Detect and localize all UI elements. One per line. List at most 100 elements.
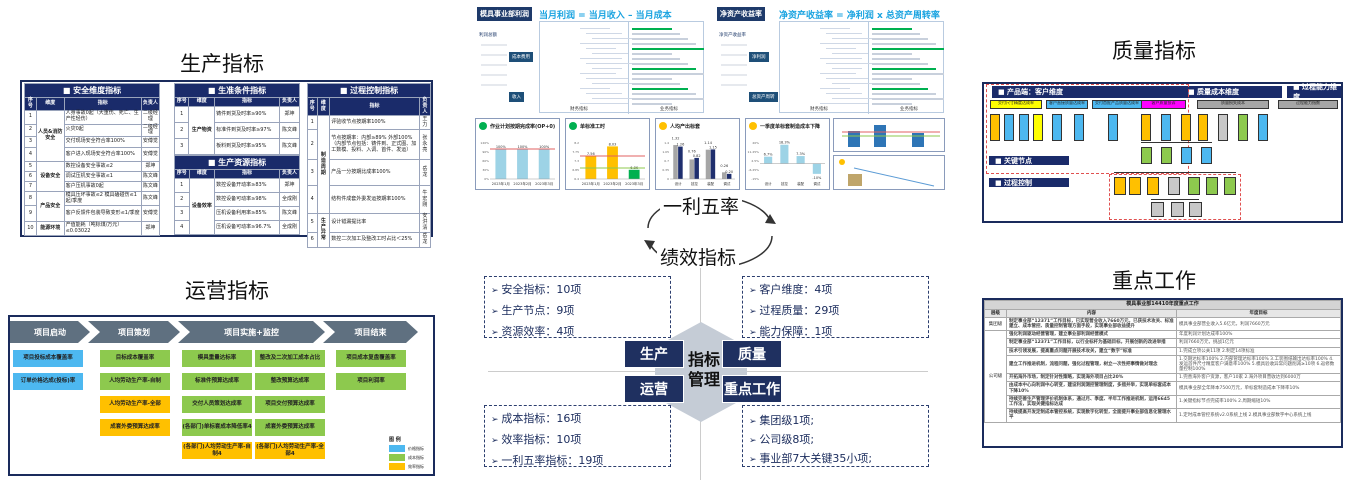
- indicator-cell: 交付现场安全符合率100%: [63, 136, 142, 148]
- stage-4: 项目结束: [323, 321, 418, 343]
- table-row: 公司级强化利润驱动经营管理，建立事业部利润经营模式年度利润计划达成率100%: [984, 330, 1341, 423]
- y-tick-label: 90%: [482, 150, 489, 154]
- summary-item: 成本指标：16项: [491, 409, 664, 430]
- indicator-box: 标准件预算达成率: [182, 373, 252, 390]
- y-tick-label: 20%: [752, 141, 759, 145]
- hub-keywork-button[interactable]: 重点工作: [722, 375, 782, 403]
- mindmap-leaf: [872, 33, 920, 35]
- y-tick-label: 11.25%: [748, 150, 760, 154]
- mindmap-branch: [832, 53, 868, 54]
- owner-cell: 安傅觉: [140, 147, 161, 162]
- owner-cell: 安傅觉: [140, 205, 161, 222]
- mindmap-branch: [580, 88, 610, 89]
- mindmap-node: 成本费用: [509, 52, 533, 62]
- column-header: 维度: [188, 97, 216, 107]
- indicator-cell: 压机设备利用率≥85%: [214, 206, 280, 221]
- quality-top-indicator: 客户直接质量达成率: [1046, 100, 1088, 109]
- summary-item: 一利五率指标：19项: [491, 451, 664, 472]
- roe-mindmap: 净资产收益率净资产收益率 = 净利润 x 总资产周转率财务指标业务指标净资产收益…: [715, 4, 947, 114]
- key-work-table-title: 模具事业部14410年度重点工作: [984, 300, 1341, 310]
- content-cell: 强化利润驱动经营管理，建立事业部利润经营模式: [1006, 330, 1177, 340]
- mindmap-leaf: [632, 53, 672, 55]
- mindmap-branch: [826, 63, 874, 64]
- mindmap-branch: [820, 58, 862, 59]
- mindmap-faded-item: [481, 44, 507, 46]
- mindmap-branch: [580, 28, 610, 29]
- goal-cell: 利润7660万元，挑战1亿元: [1176, 338, 1341, 348]
- goal-cell: 1.完善海外客户资源，客户10家 2.海外项目营收达到6000万: [1176, 373, 1341, 383]
- quality-section-header: ■ 产品端：客户维度: [992, 86, 1182, 98]
- y-tick-label: 1.05: [662, 150, 669, 154]
- quality-top-indicator: 过程能力指数: [1278, 100, 1338, 109]
- x-tick-label: 调试: [813, 181, 821, 186]
- indicator-cell: 客户压机事故0起: [63, 181, 142, 192]
- y-tick-label: 0.35: [662, 168, 669, 172]
- content-cell: 技术引领发展，提高重点问题开展技术攻关，建立“数字”标准: [1006, 346, 1177, 356]
- data-label: 1.15: [709, 145, 717, 149]
- column-header: 指标: [214, 97, 280, 107]
- indicator-cell: 设计错漏提比率: [329, 213, 420, 233]
- quality-sub-indicator: [990, 114, 1000, 141]
- dimension-cell: 设备效率: [188, 178, 216, 235]
- indicator-box: 项目交付预算达成率: [255, 396, 325, 413]
- column-header: 序号: [174, 169, 190, 179]
- row-index: 2: [24, 123, 37, 137]
- indicator-cell: 产品一分按期比成率100%: [329, 159, 420, 187]
- goal-cell: 模具事业部营业收入5.6亿元，利润7660万元: [1176, 316, 1341, 332]
- indicator-box: 整改及二次加工成本占比: [255, 350, 325, 367]
- quality-section-header: ■ 关键节点: [989, 156, 1069, 165]
- y-tick-label: 0.7: [664, 159, 669, 163]
- chart-title: 单标准工时: [580, 124, 606, 130]
- mindmap-node: 总资产周转: [749, 92, 778, 102]
- quality-sub-indicator: [1258, 114, 1268, 141]
- connector-line: [1141, 142, 1212, 143]
- content-cell: 制定事业部“12371”工作目标，以行业标杆为基础目标，开展创新的改进举措: [1006, 338, 1177, 348]
- mindmap-faded-item: [721, 64, 747, 66]
- mindmap-faded-item: [721, 74, 747, 76]
- legend-label: 成本指标: [408, 455, 424, 460]
- y-tick-label: 7.3: [574, 159, 579, 163]
- indicator-cell: 压机设备可动率≥96.7%: [214, 220, 280, 235]
- content-cell: 持续提高开发定制成本管控系统，实现数字化转型，全面提升事业部信息化管理水平: [1006, 408, 1177, 423]
- mindmap-branch: [580, 73, 616, 74]
- content-cell: 制定事业部“12371”工作目标，已实现营业收入7660万元，已获技术攻关、标准…: [1006, 316, 1177, 332]
- mindmap-branch: [580, 58, 622, 59]
- column-header: 指标: [63, 97, 142, 111]
- mindmap-leaf: [632, 28, 672, 30]
- hub-production-button[interactable]: 生产: [624, 340, 684, 368]
- hub-center-label: 指标管理: [687, 350, 720, 389]
- owner-cell: 郑坤: [278, 106, 301, 123]
- mindmap-leaf: [872, 28, 912, 30]
- mindmap-leaf: [632, 58, 680, 60]
- quality-top-indicator: 质量损失成本: [1197, 100, 1269, 109]
- mindmap-root: 净资产收益率: [719, 33, 746, 38]
- summary-item: 安全指标：10项: [491, 280, 664, 301]
- bar: [722, 172, 727, 179]
- mindmap-branch: [826, 93, 862, 94]
- row-index: 1: [173, 106, 190, 123]
- hub-quality-button[interactable]: 质量: [722, 340, 782, 368]
- owner-cell: 郑坤: [278, 178, 301, 193]
- quality-sub-indicator: [1161, 114, 1171, 141]
- owner-cell: 二级经理: [140, 123, 161, 137]
- indicator-box: (各部门)单标套成本降低率4: [182, 419, 252, 436]
- x-tick-label: 设计: [675, 181, 683, 186]
- mindmap-branch: [586, 48, 616, 49]
- hub-operations-button[interactable]: 运营: [624, 375, 684, 403]
- data-label: 0.82: [693, 154, 701, 158]
- x-tick-label: 装配: [797, 181, 805, 186]
- owner-cell: 陈文峰: [140, 191, 161, 206]
- data-label: 7.3%: [796, 152, 806, 156]
- bar: [780, 144, 789, 164]
- dot-icon: [839, 159, 845, 165]
- y-tick-label: 0%: [484, 177, 489, 181]
- table-caption: ■ 过程控制指标: [307, 83, 431, 98]
